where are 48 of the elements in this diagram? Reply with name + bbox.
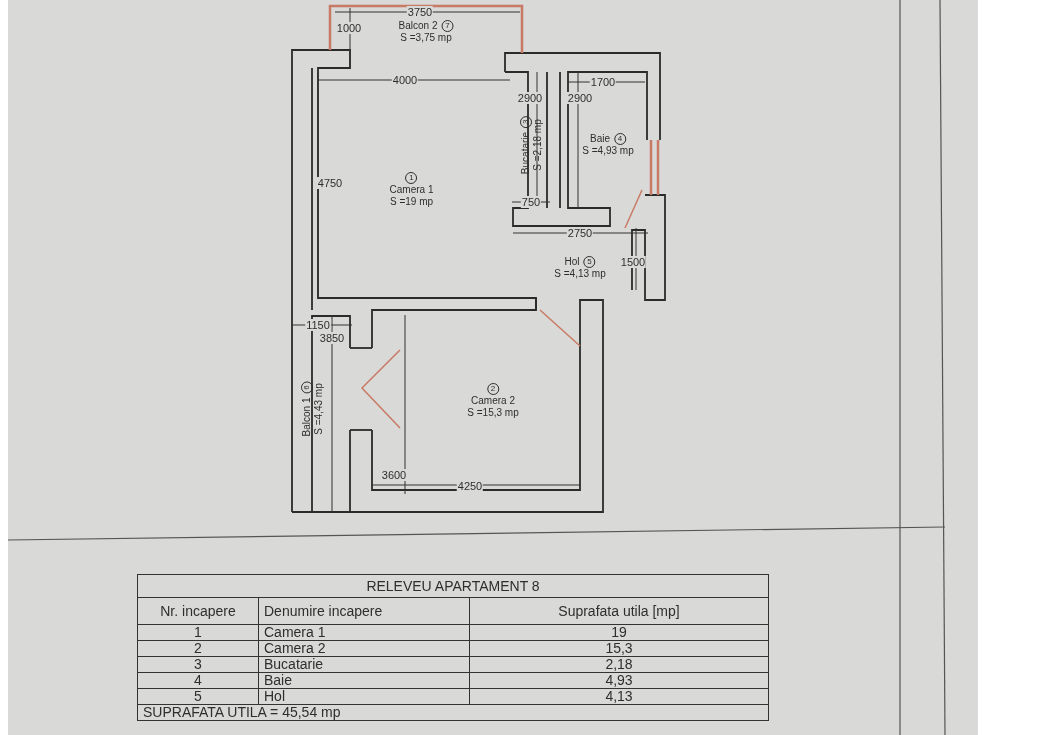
- room-area: S =2,18 mp: [532, 119, 544, 171]
- room-area: S =4,13 mp: [554, 267, 606, 280]
- room-number-cell: 1: [137, 624, 259, 641]
- dimension-label: 3600: [380, 469, 408, 481]
- column-header: Denumire incapere: [258, 597, 470, 625]
- room-area: S =3,75 mp: [400, 32, 452, 44]
- room-number-cell: 3: [137, 656, 259, 673]
- dimension-label: 3750: [406, 6, 434, 18]
- dimension-label: 1500: [619, 256, 647, 268]
- table-title: RELEVEU APARTAMENT 8: [137, 574, 769, 598]
- room-name: Camera 1: [389, 184, 434, 196]
- room-name: Hol: [564, 255, 580, 268]
- room-name: Balcon 2: [398, 20, 438, 32]
- room-name-cell: Bucatarie: [258, 656, 470, 673]
- room-number-cell: 4: [137, 672, 259, 689]
- room-name-cell: Hol: [258, 688, 470, 705]
- total-area-text: SUPRAFATA UTILA = 45,54 mp: [137, 704, 769, 721]
- room-name-cell: Camera 2: [258, 640, 470, 657]
- room-name: Bucatarie: [520, 131, 532, 175]
- dimension-label: 4000: [391, 74, 419, 86]
- dimension-label: 2900: [516, 92, 544, 104]
- dimension-label: 750: [520, 196, 542, 208]
- dimension-label: 4250: [456, 480, 484, 492]
- room-name: Camera 2: [471, 394, 515, 407]
- room-number-cell: 2: [137, 640, 259, 657]
- dimension-label: 2900: [566, 92, 594, 104]
- room-name-cell: Camera 1: [258, 624, 470, 641]
- room-name-cell: Baie: [258, 672, 470, 689]
- area-value-cell: 19: [469, 624, 769, 641]
- dimension-label: 1700: [589, 76, 617, 88]
- dimension-label: 1000: [335, 22, 363, 34]
- room-area: S =19 mp: [389, 196, 434, 208]
- room-number-cell: 5: [137, 688, 259, 705]
- room-area: S =4,43 mp: [313, 383, 325, 435]
- dimension-label: 4750: [316, 177, 344, 189]
- area-value-cell: 4,93: [469, 672, 769, 689]
- area-value-cell: 15,3: [469, 640, 769, 657]
- room-name: Baie: [590, 133, 610, 145]
- dimension-label: 2750: [566, 227, 594, 239]
- dimension-label: 3850: [318, 332, 346, 344]
- column-header: Nr. incapere: [137, 597, 259, 625]
- dimension-label: 1150: [305, 319, 331, 331]
- area-value-cell: 2,18: [469, 656, 769, 673]
- room-area: S =4,93 mp: [582, 145, 634, 157]
- room-name: Balcon 1: [301, 397, 313, 437]
- room-area: S =15,3 mp: [467, 406, 519, 419]
- column-header: Suprafata utila [mp]: [469, 597, 769, 625]
- area-value-cell: 4,13: [469, 688, 769, 705]
